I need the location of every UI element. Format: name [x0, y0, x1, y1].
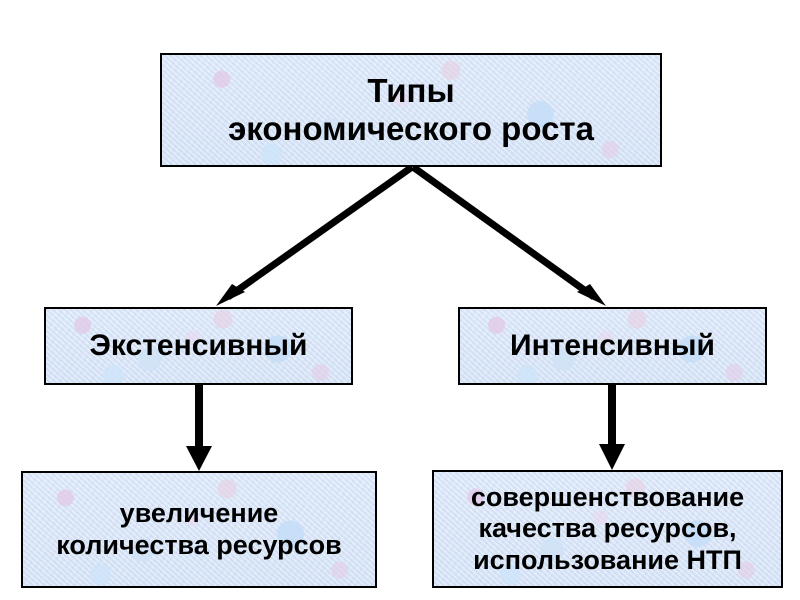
- node-intensive[interactable]: Интенсивный: [458, 307, 767, 385]
- node-quantity-line2: количества ресурсов: [56, 529, 342, 560]
- node-root-line1: Типы: [367, 71, 455, 109]
- node-quality-line2: качества ресурсов,: [478, 513, 737, 544]
- arrow-extensive-to-quantity: [186, 385, 212, 471]
- node-quality-line1: совершенствование: [470, 482, 745, 513]
- node-quality-line3: использование НТП: [473, 544, 742, 575]
- node-intensive-label: Интенсивный: [510, 328, 715, 362]
- node-root-line2: экономического роста: [228, 110, 594, 147]
- node-extensive-label: Экстенсивный: [89, 328, 308, 362]
- arrow-root-to-extensive: [216, 164, 415, 306]
- arrow-intensive-to-quality: [599, 385, 625, 470]
- node-extensive[interactable]: Экстенсивный: [44, 307, 353, 385]
- arrow-root-to-intensive: [410, 164, 606, 306]
- node-quantity-line1: увеличение: [119, 498, 279, 529]
